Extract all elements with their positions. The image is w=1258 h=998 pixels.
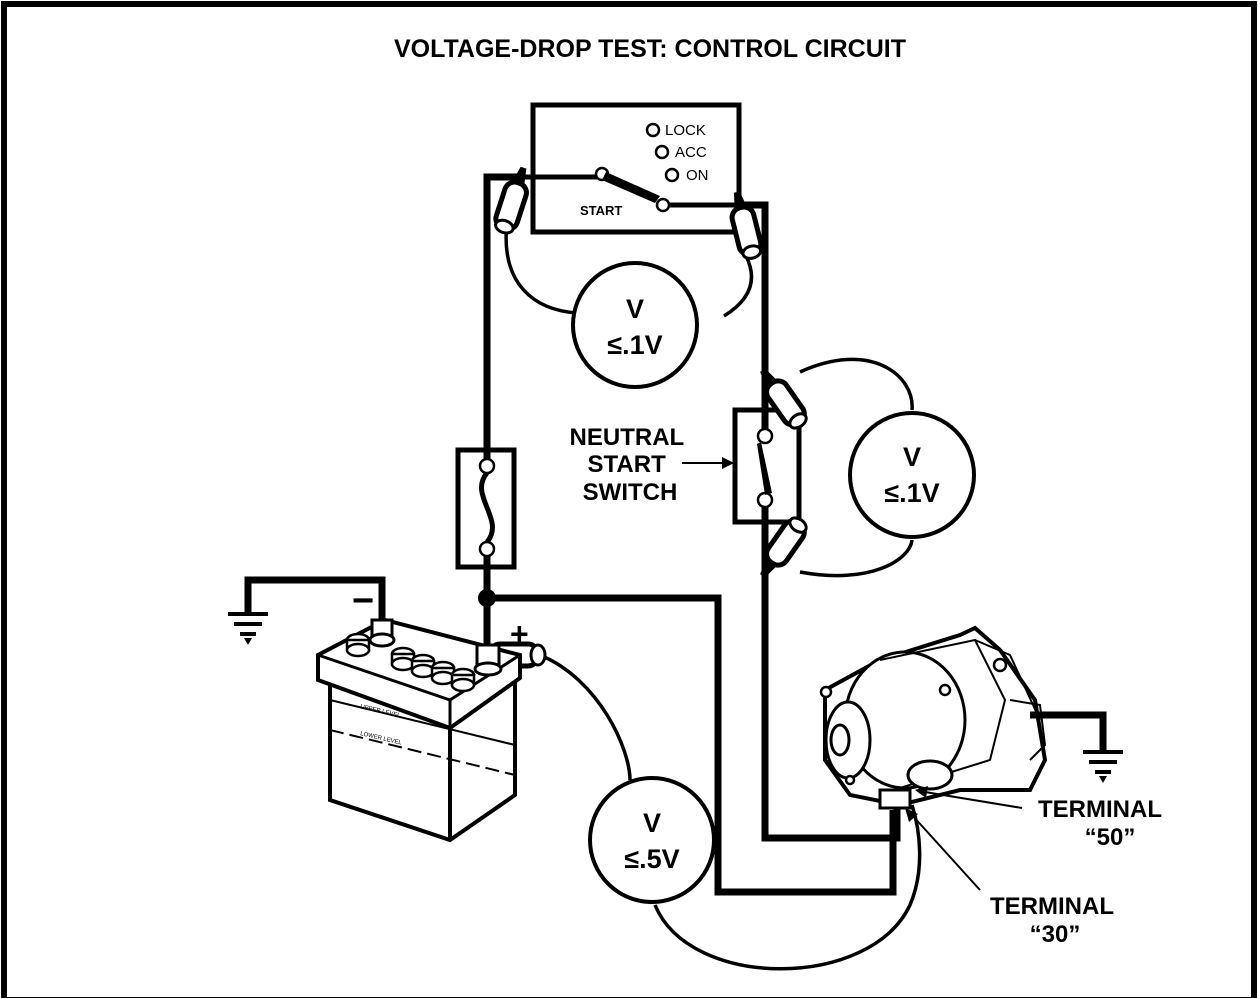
fuse-element [479, 471, 495, 544]
voltmeter-1: V ≤.1V [571, 261, 699, 389]
terminal-30-name: TERMINAL [990, 893, 1114, 920]
on-label: ON [686, 167, 709, 184]
neutral-start-switch: NEUTRAL START SWITCH [570, 407, 802, 525]
ground-icon [228, 612, 268, 645]
switch-blade [602, 172, 660, 203]
circuit-wiring [478, 173, 901, 896]
acc-label: ACC [675, 144, 707, 161]
negative-mark: − [352, 580, 374, 622]
terminal-50-callout: TERMINAL “50” [915, 786, 1162, 851]
acc-contact [654, 144, 670, 160]
ignition-switch: LOCK ACC ON START [520, 102, 742, 235]
battery: UPPER LEVEL LOWER LEVEL − + [228, 576, 529, 843]
neutral-switch-label: NEUTRAL START SWITCH [570, 424, 691, 506]
terminal-block [878, 788, 912, 810]
start-label: START [580, 203, 622, 218]
terminal-50-number: “50” [1085, 824, 1136, 851]
diagram-title: VOLTAGE-DROP TEST: CONTROL CIRCUIT [394, 35, 906, 63]
ground-icon-starter [1083, 750, 1123, 783]
voltmeter-2-reading: ≤.1V [884, 478, 939, 508]
wire-nss-to-terminal-50 [761, 510, 901, 842]
junction-dot [478, 589, 496, 607]
battery-ground-wire [244, 576, 386, 630]
battery-cell-caps [345, 632, 476, 693]
terminal-30-number: “30” [1030, 921, 1081, 948]
positive-mark: + [510, 616, 529, 652]
terminal-50-name: TERMINAL [1038, 796, 1162, 823]
voltmeter-2: V ≤.1V [848, 411, 976, 539]
lock-label: LOCK [665, 122, 706, 139]
starter-motor [819, 625, 1123, 810]
voltmeter-2-symbol: V [903, 442, 921, 472]
wire-ignition-to-nss [740, 201, 769, 420]
fuse [455, 447, 517, 570]
voltmeter-3-symbol: V [643, 808, 661, 838]
on-contact [664, 167, 680, 183]
wire-battery-to-terminal-30 [487, 594, 897, 896]
terminal-30-callout: TERMINAL “30” [905, 808, 1114, 948]
meter-1-leads [493, 166, 764, 318]
solenoid [906, 759, 954, 791]
voltmeter-3: V ≤.5V [588, 776, 716, 904]
voltmeter-1-symbol: V [626, 294, 644, 324]
voltmeter-3-reading: ≤.5V [624, 844, 679, 874]
lock-contact [645, 122, 661, 138]
starter-ground-wire [1030, 711, 1107, 750]
voltmeter-1-reading: ≤.1V [607, 330, 662, 360]
meter-2-leads [760, 357, 914, 578]
